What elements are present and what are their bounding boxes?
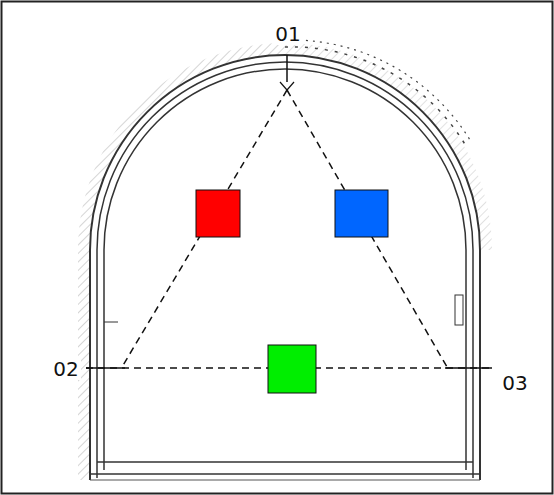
- red-marker: [196, 190, 240, 237]
- blue-marker: [335, 190, 388, 237]
- point-label: 03: [500, 372, 529, 394]
- point-label: 01: [273, 23, 302, 45]
- point-mark: [86, 367, 125, 369]
- floor: [90, 473, 480, 475]
- lining-inner: [104, 69, 466, 470]
- wall-detail: [455, 295, 463, 325]
- point-mark: [445, 367, 492, 369]
- point-label: 02: [51, 358, 80, 380]
- bolt-band: [285, 40, 470, 140]
- point-mark: [286, 55, 288, 82]
- measure-line: [122, 90, 287, 367]
- floor: [97, 461, 473, 463]
- lining-outer: [90, 55, 480, 480]
- wall-detail: [104, 322, 118, 323]
- lining-mid: [97, 62, 473, 478]
- floor: [90, 480, 480, 481]
- point-mark: [280, 82, 287, 90]
- point-mark: [287, 82, 294, 90]
- green-marker: [268, 345, 316, 393]
- rock-hatch: [285, 43, 492, 250]
- measure-line: [287, 90, 447, 367]
- rock-hatch: [78, 43, 285, 480]
